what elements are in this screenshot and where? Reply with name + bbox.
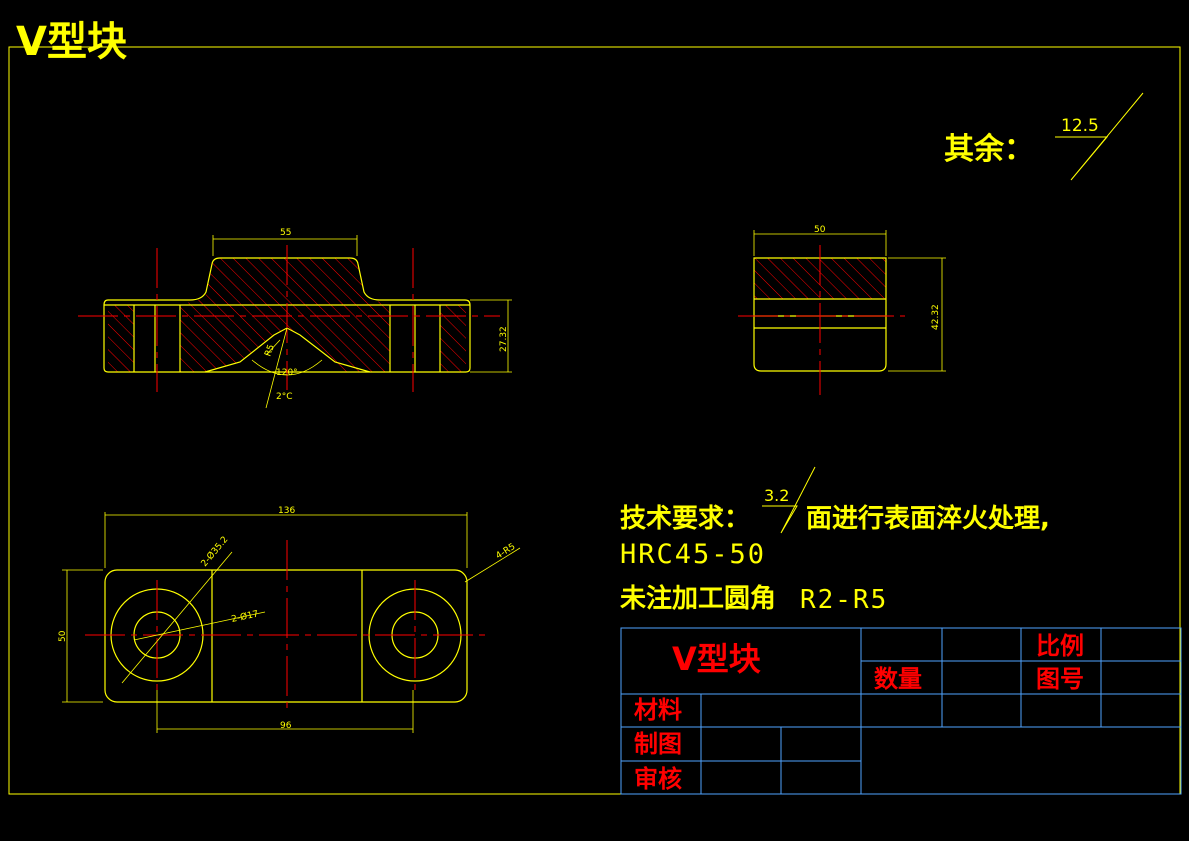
dim-plan-width: 50 — [58, 630, 68, 642]
roughness-other-value: 12.5 — [1061, 116, 1099, 136]
dim-plan-length: 136 — [278, 506, 295, 516]
plan-view-centerlines — [85, 540, 488, 710]
tech-roughness-value: 3.2 — [764, 486, 790, 505]
dim-front-angle: 120° — [276, 368, 298, 378]
dim-plan-hole: 2-Ø17 — [230, 608, 259, 624]
dim-plan-spacing: 96 — [280, 721, 292, 731]
drawing-title: V型块 — [16, 19, 127, 65]
dim-front-top-width: 55 — [280, 228, 291, 238]
tech-req-line1: 面进行表面淬火处理, — [806, 504, 1050, 534]
title-block-checked-label: 审核 — [634, 765, 682, 793]
side-view-dimensions — [753, 230, 946, 372]
dim-side-height: 42.32 — [931, 304, 941, 330]
front-view-hatch — [180, 258, 390, 372]
dim-plan-corner: 4-R5 — [494, 542, 517, 562]
plan-view — [104, 569, 468, 703]
tech-req-line3: 未注加工圆角 — [620, 584, 777, 614]
tech-req-line2: HRC45-50 — [620, 539, 767, 570]
roughness-other-label: 其余： — [944, 132, 1034, 167]
roughness-symbol-tech — [762, 466, 816, 534]
title-block-drawing-no-label: 图号 — [1036, 665, 1084, 693]
front-right-hatch — [440, 305, 466, 372]
dimension-labels: 55 27.32 R5 120° 2°C 50 42.32 136 50 96 … — [58, 225, 941, 731]
dim-side-width: 50 — [814, 225, 826, 235]
roughness-symbol-other — [1055, 92, 1144, 181]
dim-front-height: 27.32 — [499, 326, 509, 352]
front-left-hatch — [108, 305, 134, 372]
plan-view-outline — [104, 569, 468, 703]
dim-front-radius: R5 — [263, 343, 276, 358]
front-view-centerlines — [78, 245, 500, 392]
side-view-outline — [753, 257, 887, 372]
dim-front-groove: 2°C — [276, 392, 293, 402]
title-block-scale-label: 比例 — [1036, 632, 1084, 660]
tech-req-line3-code: R2-R5 — [800, 585, 889, 615]
title-block-part-name: V型块 — [672, 640, 761, 678]
title-block-drawn-label: 制图 — [634, 730, 682, 758]
title-block-material-label: 材料 — [634, 696, 682, 724]
title-block-grid — [620, 627, 1182, 795]
front-view-outline — [103, 257, 471, 373]
plan-view-dimensions — [62, 512, 521, 733]
sheet-border — [8, 46, 1181, 795]
front-view-dimensions — [212, 235, 512, 409]
tech-req-label: 技术要求： — [620, 504, 751, 534]
title-block-quantity-label: 数量 — [874, 665, 922, 693]
side-view-centerlines — [738, 245, 905, 395]
dim-plan-counterbore: 2-Ø35.2 — [199, 534, 231, 569]
